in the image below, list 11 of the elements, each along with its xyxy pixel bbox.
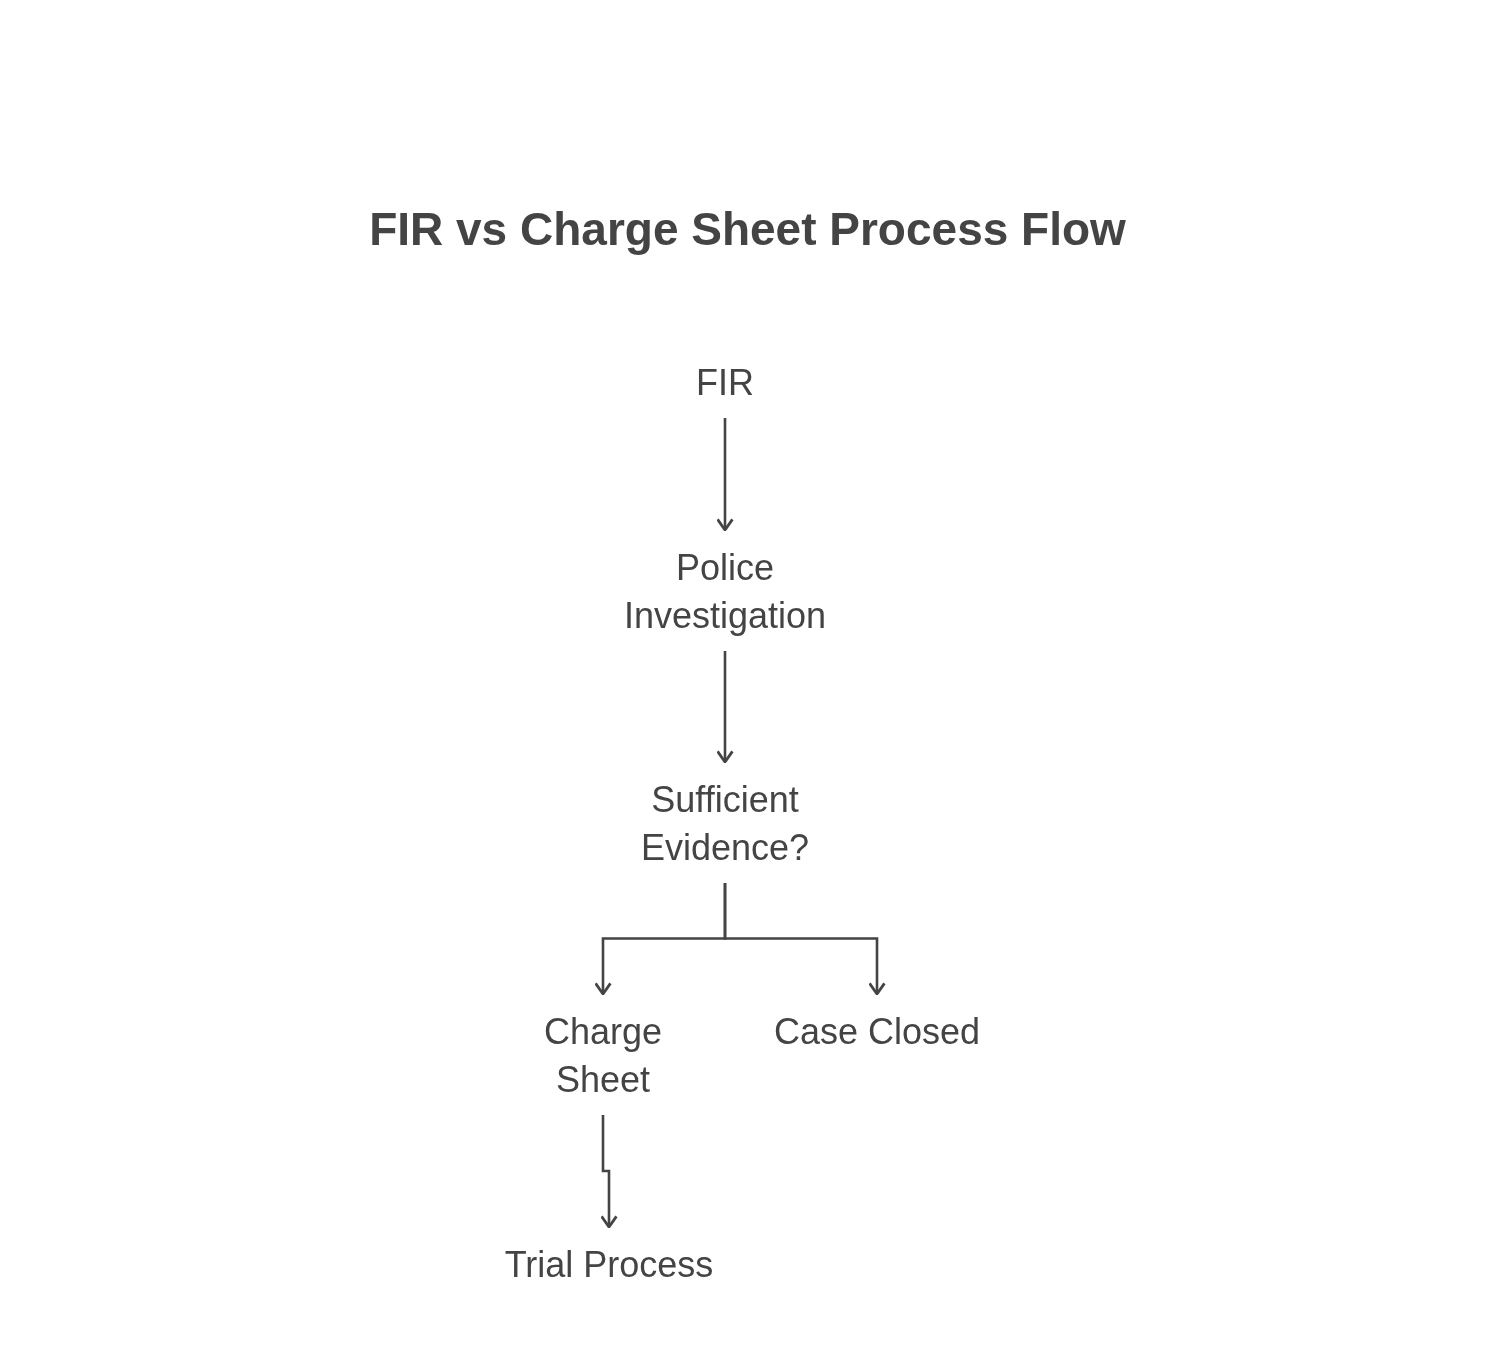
arrow (600, 1115, 618, 1229)
arrow (716, 418, 734, 532)
step-label: Charge Sheet (523, 1002, 683, 1110)
diagram-title: FIR vs Charge Sheet Process Flow (368, 202, 1127, 257)
step-label: Trial Process (479, 1235, 739, 1295)
step-label: FIR (665, 353, 785, 413)
arrow (716, 651, 734, 764)
arrow (723, 883, 886, 996)
step-label: Sufficient Evidence? (605, 770, 845, 878)
step-label: Police Investigation (595, 538, 855, 646)
step-label: Case Closed (747, 1002, 1007, 1062)
